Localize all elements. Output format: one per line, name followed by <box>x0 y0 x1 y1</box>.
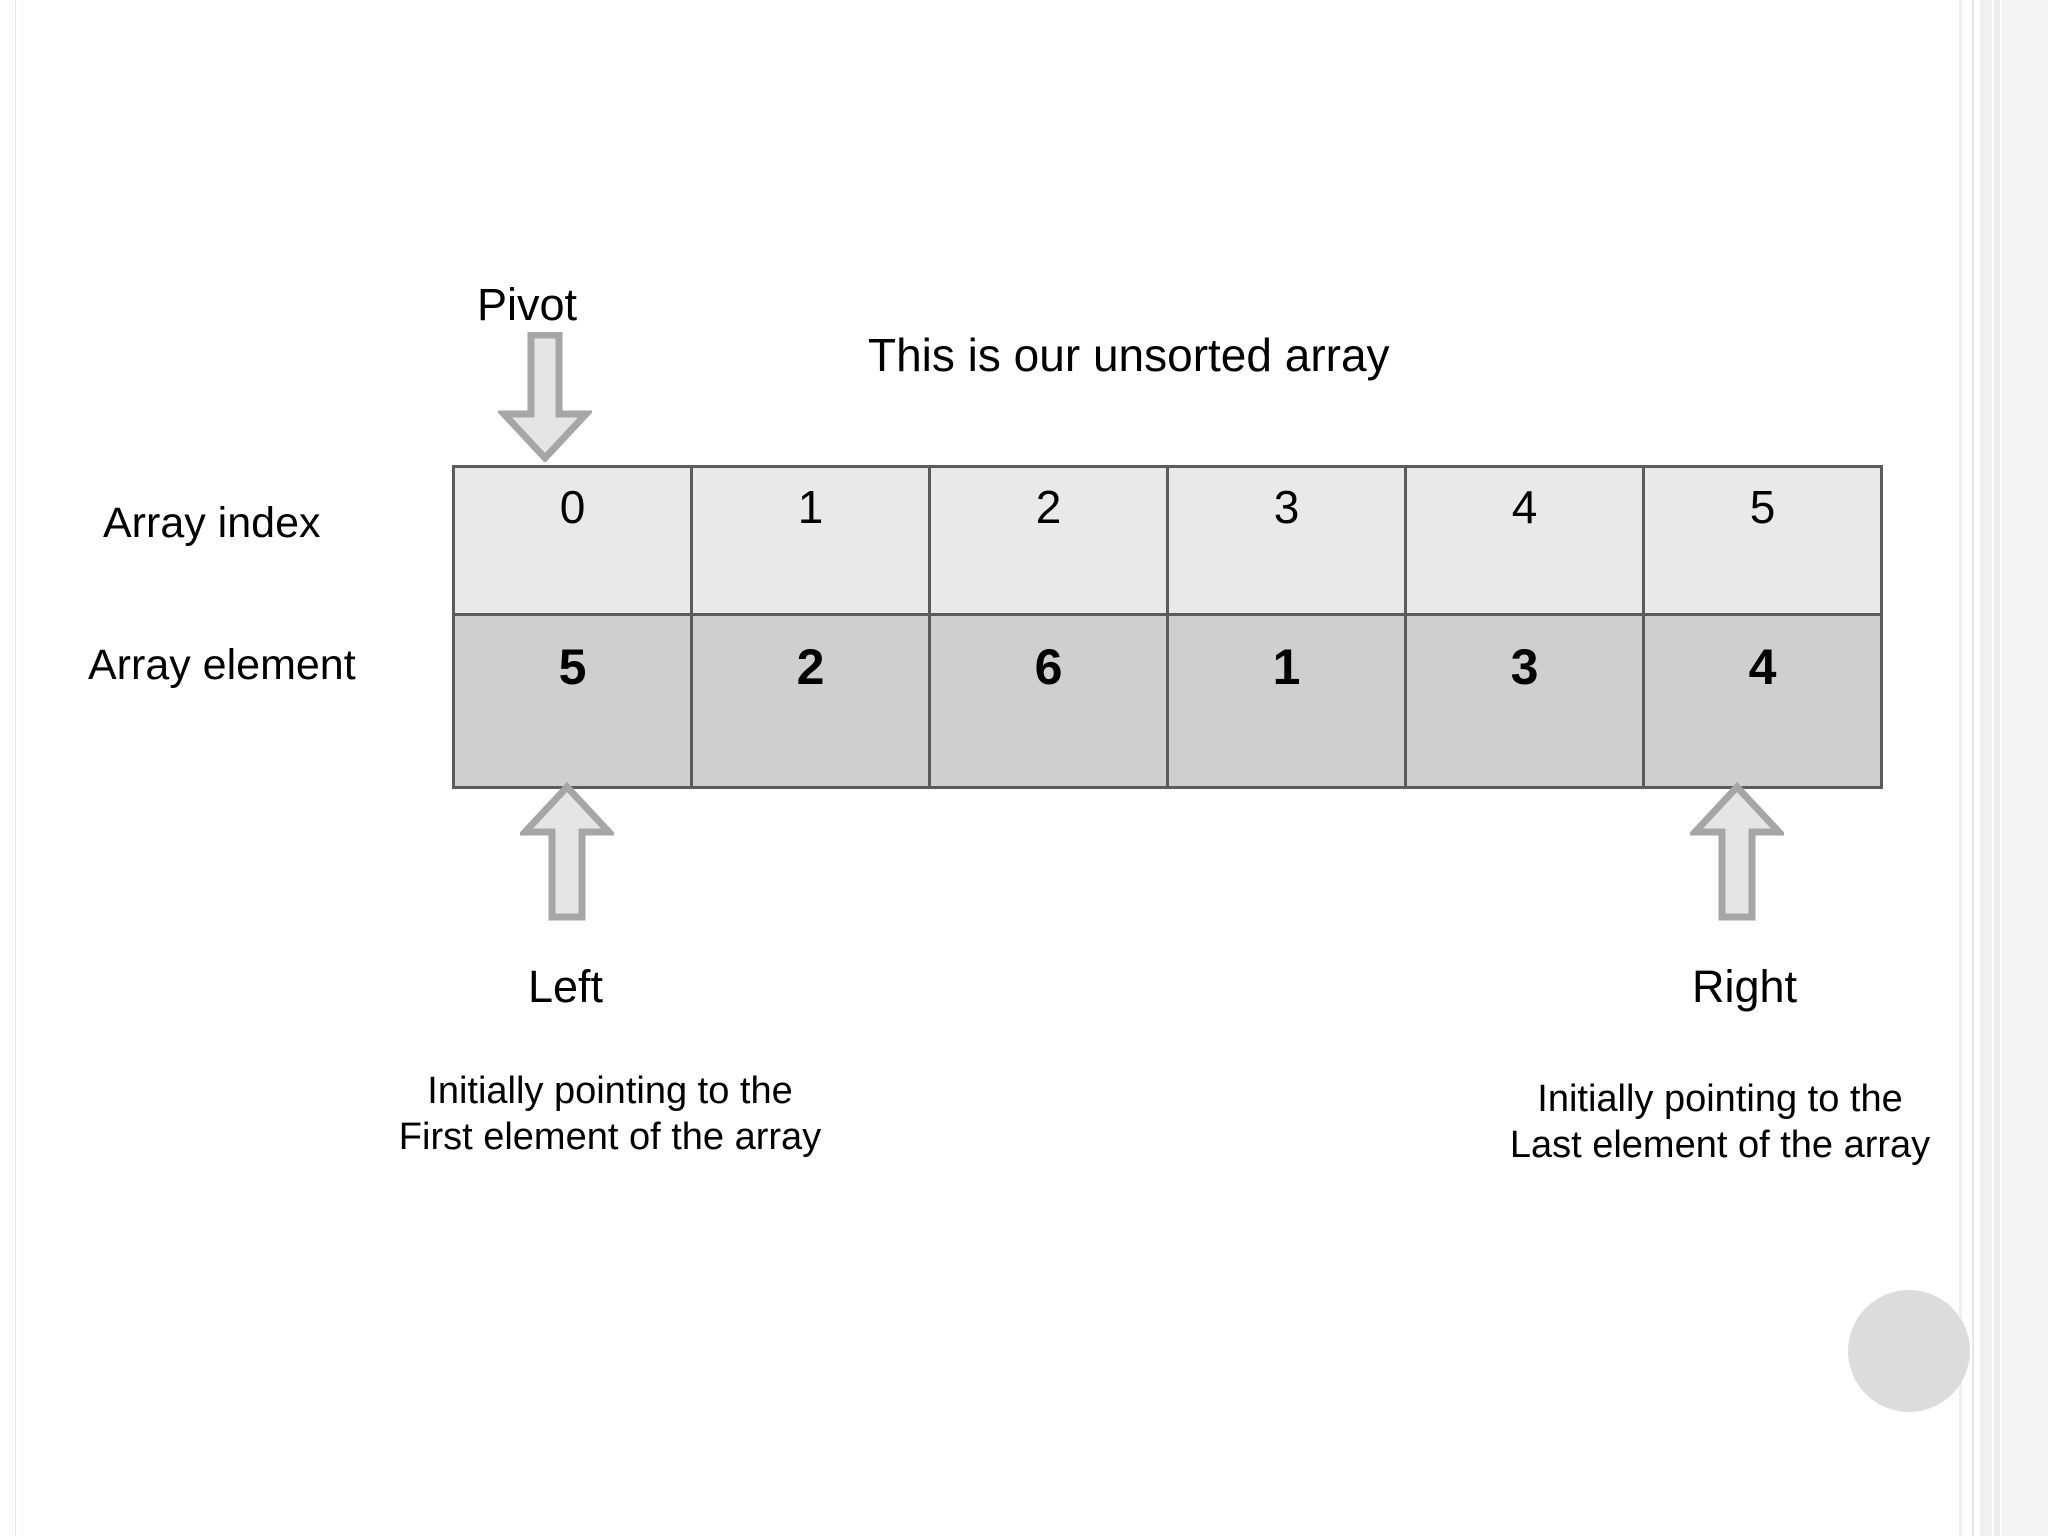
left-pointer-note-line1: Initially pointing to the <box>427 1070 793 1112</box>
right-pointer-note-line2: Last element of the array <box>1509 1124 1931 1167</box>
table-row-indices: 0 1 2 3 4 5 <box>452 465 1883 616</box>
element-cell-5: 4 <box>1642 613 1883 789</box>
element-cell-0: 5 <box>452 613 693 789</box>
index-cell-5: 5 <box>1642 465 1883 616</box>
left-pointer-note-line2: First element of the array <box>398 1116 822 1159</box>
right-pointer-note: Initially pointing to the Last element o… <box>1400 1076 2040 1169</box>
arrow-up-icon <box>520 782 614 921</box>
element-cell-3: 1 <box>1166 613 1407 789</box>
page-gutter-line-2 <box>15 0 16 1536</box>
page-right-edge-1 <box>1959 0 1962 1536</box>
element-cell-4: 3 <box>1404 613 1645 789</box>
index-cell-3: 3 <box>1166 465 1407 616</box>
scrollbar-gutter[interactable] <box>2002 0 2048 1536</box>
element-cell-1: 2 <box>690 613 931 789</box>
index-cell-4: 4 <box>1404 465 1645 616</box>
left-pointer-note: Initially pointing to the First element … <box>300 1068 920 1161</box>
pivot-label: Pivot <box>477 279 578 330</box>
circle-shape-icon <box>1848 1290 1970 1412</box>
row-label-array-index: Array index <box>103 499 321 547</box>
page-right-edge-3 <box>1980 0 1992 1536</box>
page-right-edge-4 <box>1994 0 2000 1536</box>
row-label-array-element: Array element <box>88 641 356 689</box>
arrow-down-icon <box>498 332 592 462</box>
diagram-title: This is our unsorted array <box>868 329 1390 381</box>
page-gutter-line-1 <box>12 0 13 1536</box>
page-gutter-line-3 <box>22 0 23 1536</box>
index-cell-2: 2 <box>928 465 1169 616</box>
arrow-up-icon <box>1690 782 1784 921</box>
element-cell-2: 6 <box>928 613 1169 789</box>
left-pointer-label: Left <box>528 961 604 1012</box>
table-row-elements: 5 2 6 1 3 4 <box>452 613 1883 789</box>
array-table: 0 1 2 3 4 5 5 2 6 1 3 4 <box>452 465 1883 789</box>
right-pointer-label: Right <box>1692 961 1798 1012</box>
index-cell-1: 1 <box>690 465 931 616</box>
right-pointer-note-line1: Initially pointing to the <box>1537 1078 1903 1120</box>
index-cell-0: 0 <box>452 465 693 616</box>
page-right-edge-2 <box>1972 0 1974 1536</box>
